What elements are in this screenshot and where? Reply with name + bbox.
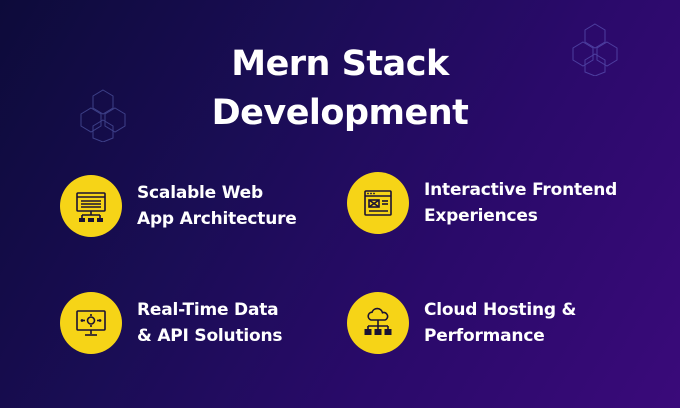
feature-icon-badge — [347, 292, 409, 354]
feature-label-line-2: & API Solutions — [137, 326, 283, 346]
feature-label-line-2: Performance — [424, 326, 545, 346]
feature-label-line-1: Interactive Frontend — [424, 180, 618, 200]
page-title: Mern Stack Development — [0, 40, 680, 138]
feature-label-line-1: Scalable Web — [137, 183, 263, 203]
feature-label-line-1: Real-Time Data — [137, 300, 279, 320]
title-line-1: Mern Stack — [231, 44, 449, 84]
feature-label-line-2: Experiences — [424, 206, 538, 226]
feature-label: Interactive Frontend Experiences — [424, 177, 617, 229]
feature-label: Cloud Hosting & Performance — [424, 297, 576, 349]
monitor-gear-icon — [76, 310, 106, 336]
frontend-window-icon — [364, 190, 392, 216]
feature-real-time-data: Real-Time Data & API Solutions — [60, 292, 283, 354]
title-line-2: Development — [211, 93, 469, 133]
feature-label: Scalable Web App Architecture — [137, 180, 297, 232]
feature-cloud-hosting: Cloud Hosting & Performance — [347, 292, 576, 354]
feature-icon-badge — [60, 292, 122, 354]
feature-label-line-1: Cloud Hosting & — [424, 300, 577, 320]
feature-label: Real-Time Data & API Solutions — [137, 297, 283, 349]
web-architecture-icon — [76, 192, 106, 222]
cube-cluster-right-icon — [572, 23, 618, 76]
feature-interactive-frontend: Interactive Frontend Experiences — [347, 172, 617, 234]
cloud-network-icon — [364, 307, 392, 335]
feature-scalable-web: Scalable Web App Architecture — [60, 175, 297, 237]
feature-label-line-2: App Architecture — [137, 209, 297, 229]
feature-icon-badge — [347, 172, 409, 234]
cube-cluster-left-icon — [80, 89, 126, 142]
feature-icon-badge — [60, 175, 122, 237]
